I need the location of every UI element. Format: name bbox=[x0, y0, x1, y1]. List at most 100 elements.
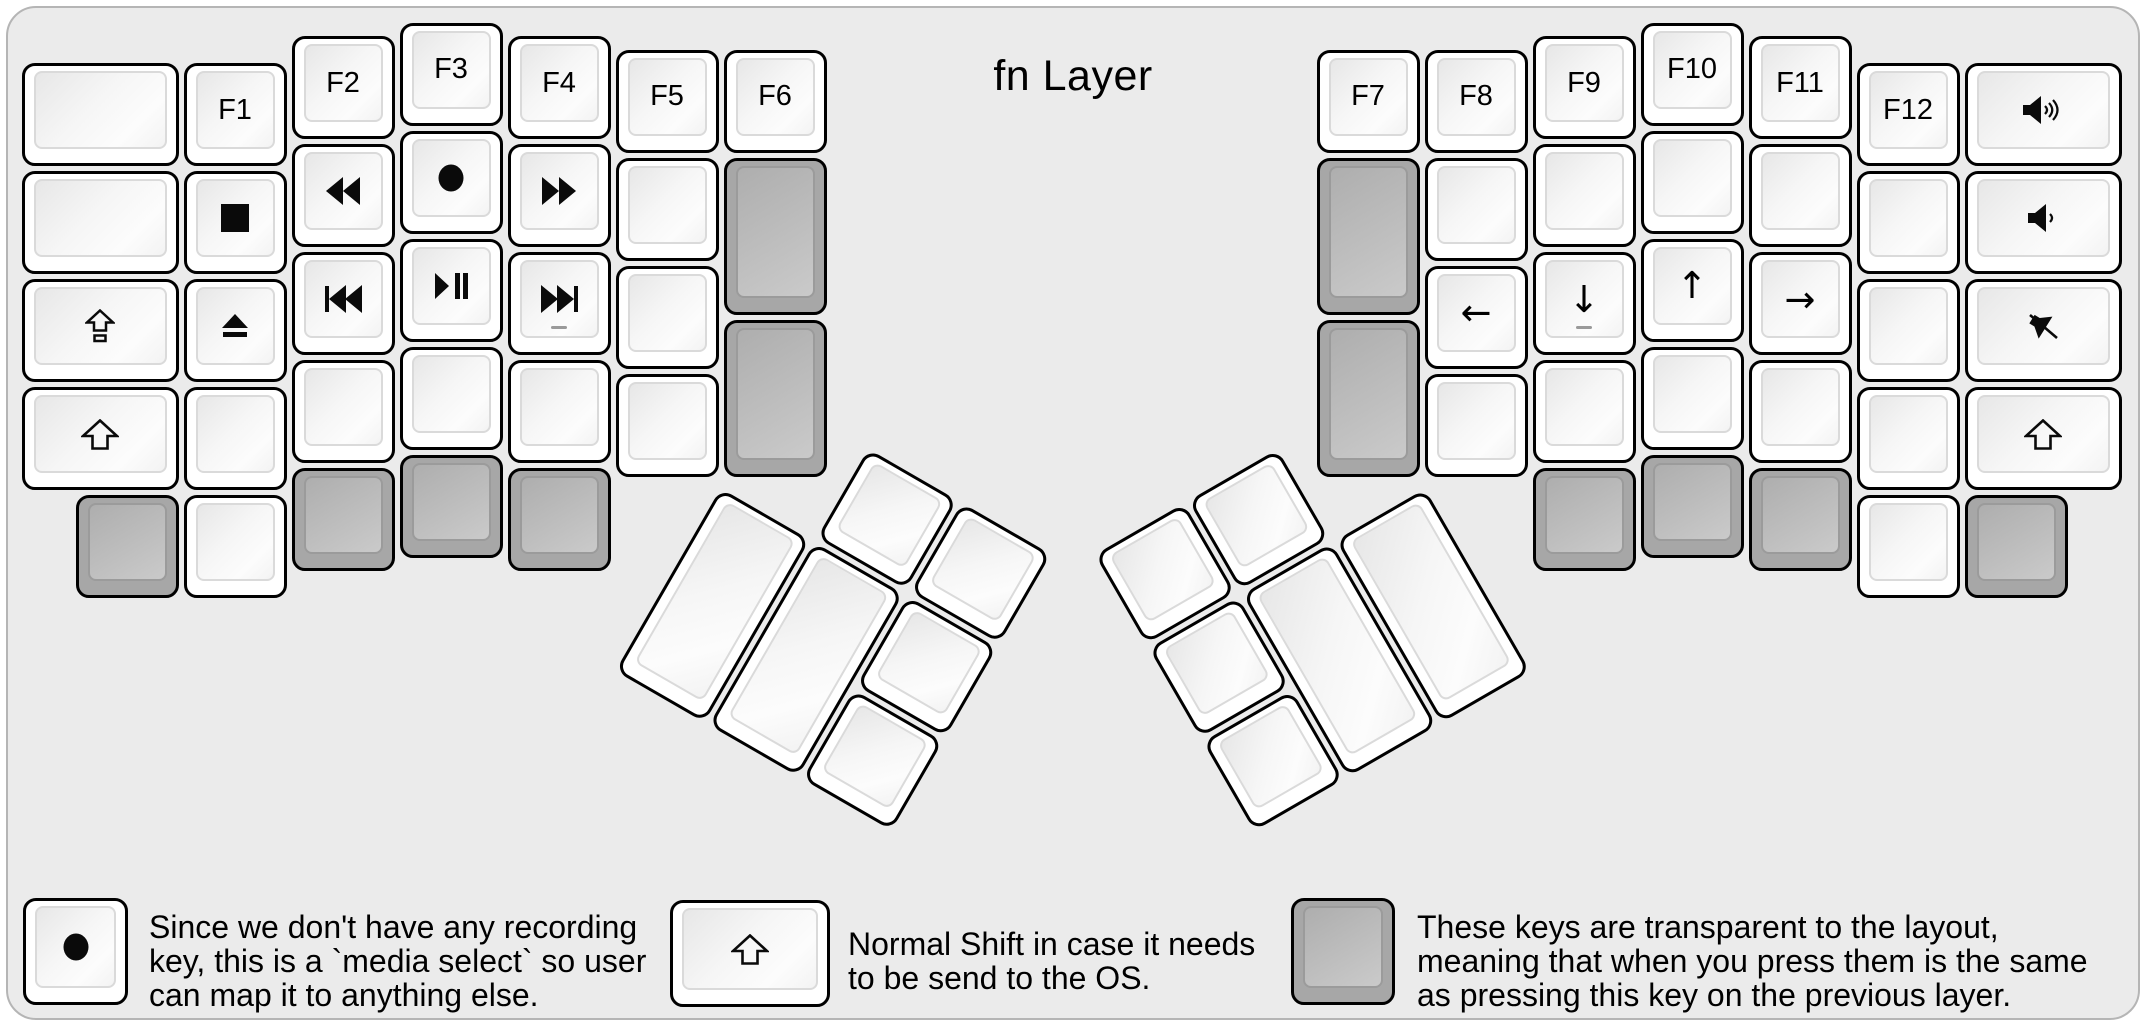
key-transparent[interactable] bbox=[399, 454, 503, 558]
keycap-surface bbox=[1976, 71, 2110, 149]
key-blank[interactable] bbox=[21, 63, 179, 166]
key-transparent[interactable] bbox=[507, 468, 611, 571]
keycap-surface bbox=[519, 152, 599, 230]
keycap-surface bbox=[1652, 354, 1732, 433]
key-eject[interactable] bbox=[183, 279, 287, 382]
key-blank[interactable] bbox=[615, 265, 719, 369]
legend-text: These keys are transparent to the layout… bbox=[1417, 910, 2088, 1012]
key-label: F1 bbox=[218, 93, 252, 126]
key-f10[interactable]: F10 bbox=[1640, 22, 1744, 126]
key-label: F7 bbox=[1351, 80, 1385, 112]
key-mute[interactable] bbox=[1964, 279, 2122, 382]
keycap-surface bbox=[1544, 152, 1624, 230]
keycap-surface: ← bbox=[1436, 273, 1516, 352]
next-track-icon bbox=[540, 285, 578, 313]
key-transparent[interactable] bbox=[291, 468, 395, 571]
keycap-surface: F5 bbox=[627, 57, 707, 136]
key-prev-track[interactable] bbox=[291, 252, 395, 355]
keycap-surface bbox=[33, 71, 167, 149]
key-f6[interactable]: F6 bbox=[723, 49, 827, 153]
key-f2[interactable]: F2 bbox=[291, 36, 395, 139]
legend-transparent-key bbox=[1291, 898, 1395, 1005]
keycap-surface: F4 bbox=[519, 44, 599, 122]
key-transparent[interactable] bbox=[1316, 319, 1420, 477]
keycap-surface bbox=[411, 138, 491, 217]
keycap-surface bbox=[87, 503, 167, 581]
key-arrow-right[interactable]: → bbox=[1748, 252, 1852, 355]
keycap-surface bbox=[195, 395, 275, 473]
key-arrow-up[interactable]: ↑ bbox=[1640, 238, 1744, 342]
key-blank[interactable] bbox=[1856, 495, 1960, 598]
arrow-down-icon: ↓ bbox=[1568, 277, 1600, 321]
key-blank[interactable] bbox=[291, 360, 395, 463]
key-next-track[interactable] bbox=[507, 252, 611, 355]
keycap-surface bbox=[195, 287, 275, 365]
key-blank[interactable] bbox=[183, 387, 287, 490]
keycap-surface bbox=[519, 368, 599, 446]
key-volume-down[interactable] bbox=[1964, 171, 2122, 274]
key-blank[interactable] bbox=[399, 346, 503, 450]
stop-icon bbox=[221, 204, 249, 232]
keycap-surface bbox=[1868, 179, 1948, 257]
key-f11[interactable]: F11 bbox=[1748, 36, 1852, 139]
legend-text-line: Normal Shift in case it needs bbox=[848, 926, 1256, 962]
key-f12[interactable]: F12 bbox=[1856, 63, 1960, 166]
key-blank[interactable] bbox=[1532, 144, 1636, 247]
key-blank[interactable] bbox=[1748, 360, 1852, 463]
key-f7[interactable]: F7 bbox=[1316, 49, 1420, 153]
key-blank[interactable] bbox=[1424, 373, 1528, 477]
key-blank[interactable] bbox=[615, 373, 719, 477]
key-f8[interactable]: F8 bbox=[1424, 49, 1528, 153]
key-blank[interactable] bbox=[1532, 360, 1636, 463]
key-record[interactable] bbox=[399, 130, 503, 234]
legend-text-line: can map it to anything else. bbox=[149, 977, 539, 1013]
key-blank[interactable] bbox=[1424, 157, 1528, 261]
key-transparent[interactable] bbox=[1748, 468, 1852, 571]
key-shift[interactable] bbox=[1964, 387, 2122, 490]
key-transparent[interactable] bbox=[723, 157, 827, 315]
key-blank[interactable] bbox=[1640, 346, 1744, 450]
key-f1[interactable]: F1 bbox=[183, 63, 287, 166]
key-arrow-left[interactable]: ← bbox=[1424, 265, 1528, 369]
key-blank[interactable] bbox=[1856, 171, 1960, 274]
keycap-surface bbox=[1652, 462, 1732, 541]
key-blank[interactable] bbox=[1856, 279, 1960, 382]
key-blank[interactable] bbox=[507, 360, 611, 463]
keycap-surface bbox=[33, 179, 167, 257]
key-blank[interactable] bbox=[21, 171, 179, 274]
key-blank[interactable] bbox=[615, 157, 719, 261]
key-transparent[interactable] bbox=[75, 495, 179, 598]
key-stop[interactable] bbox=[183, 171, 287, 274]
key-transparent[interactable] bbox=[1532, 468, 1636, 571]
key-blank[interactable] bbox=[183, 495, 287, 598]
key-f9[interactable]: F9 bbox=[1532, 36, 1636, 139]
key-f4[interactable]: F4 bbox=[507, 36, 611, 139]
key-rewind[interactable] bbox=[291, 144, 395, 247]
key-f5[interactable]: F5 bbox=[615, 49, 719, 153]
key-label: F9 bbox=[1567, 66, 1601, 99]
key-volume-up[interactable] bbox=[1964, 63, 2122, 166]
keycap-surface: F12 bbox=[1868, 71, 1948, 149]
keycap-surface: F10 bbox=[1652, 30, 1732, 109]
key-blank[interactable] bbox=[1856, 387, 1960, 490]
key-transparent[interactable] bbox=[723, 319, 827, 477]
key-transparent[interactable] bbox=[1964, 495, 2068, 598]
key-transparent[interactable] bbox=[1316, 157, 1420, 315]
key-shift[interactable] bbox=[21, 387, 179, 490]
key-arrow-down[interactable]: ↓ bbox=[1532, 252, 1636, 355]
key-transparent[interactable] bbox=[1640, 454, 1744, 558]
keycap-surface bbox=[519, 260, 599, 338]
key-fast-forward[interactable] bbox=[507, 144, 611, 247]
key-label: F4 bbox=[542, 66, 576, 99]
keycap-surface bbox=[1436, 381, 1516, 460]
key-caps-lock[interactable] bbox=[21, 279, 179, 382]
key-play-pause[interactable] bbox=[399, 238, 503, 342]
keycap-surface bbox=[627, 165, 707, 244]
keycap-surface bbox=[1868, 503, 1948, 581]
keycap-surface bbox=[303, 152, 383, 230]
key-blank[interactable] bbox=[1748, 144, 1852, 247]
keycap-surface: F11 bbox=[1760, 44, 1840, 122]
key-f3[interactable]: F3 bbox=[399, 22, 503, 126]
keycap-surface bbox=[303, 260, 383, 338]
key-blank[interactable] bbox=[1640, 130, 1744, 234]
